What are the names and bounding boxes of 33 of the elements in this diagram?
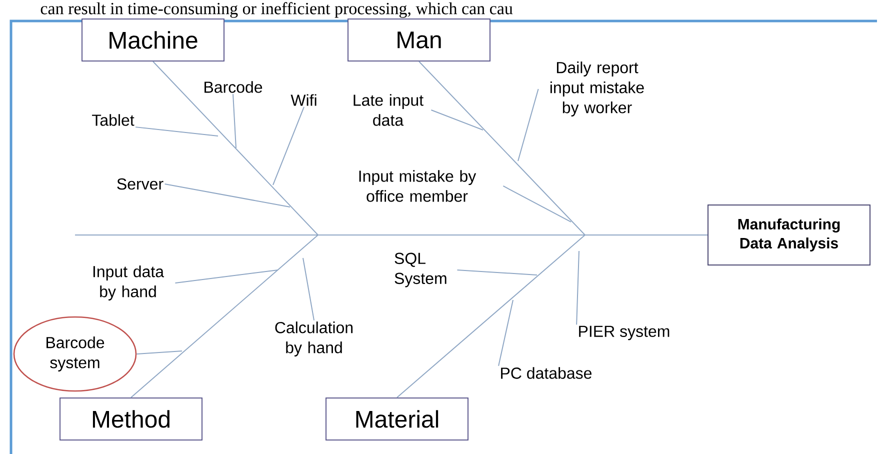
leader-line	[498, 300, 514, 366]
leader-line	[232, 94, 236, 148]
cause-text: Calculation by hand	[275, 322, 353, 356]
category-box: Machine	[82, 18, 224, 62]
leader-line	[502, 185, 572, 222]
leader-line	[518, 88, 539, 162]
effect-box: Manufacturing Data Analysis	[708, 204, 870, 266]
leader-line	[174, 269, 278, 284]
category-box: Material	[326, 397, 468, 440]
cause-text: Server	[117, 178, 164, 190]
body-text: can result in time-consuming or inefficient processing, which can cau	[40, 2, 513, 18]
leader-line	[164, 183, 290, 208]
leader-line	[135, 126, 218, 136]
cause-text: SQL System	[394, 252, 446, 288]
cause-text: Input mistake by office member	[359, 170, 476, 202]
leader-line	[136, 350, 182, 354]
leader-line	[272, 106, 304, 186]
cause-text: Daily report input mistake by worker	[550, 62, 644, 116]
circled-cause: Barcode system	[13, 316, 137, 392]
bone-line	[396, 234, 708, 398]
cause-text: Late input data	[354, 94, 424, 126]
leader-line	[576, 250, 580, 326]
cause-text: PC database	[501, 367, 592, 379]
cause-text: Wifi	[290, 94, 316, 106]
leader-line	[456, 269, 538, 276]
cause-text: PIER system	[579, 326, 670, 340]
cause-text: Barcode	[204, 81, 262, 93]
cause-text: Tablet	[92, 114, 134, 126]
category-box: Man	[348, 18, 490, 62]
cause-text: Input data by hand	[93, 266, 164, 300]
category-box: Method	[60, 397, 202, 440]
leader-line	[302, 258, 314, 321]
leader-line	[430, 110, 484, 130]
